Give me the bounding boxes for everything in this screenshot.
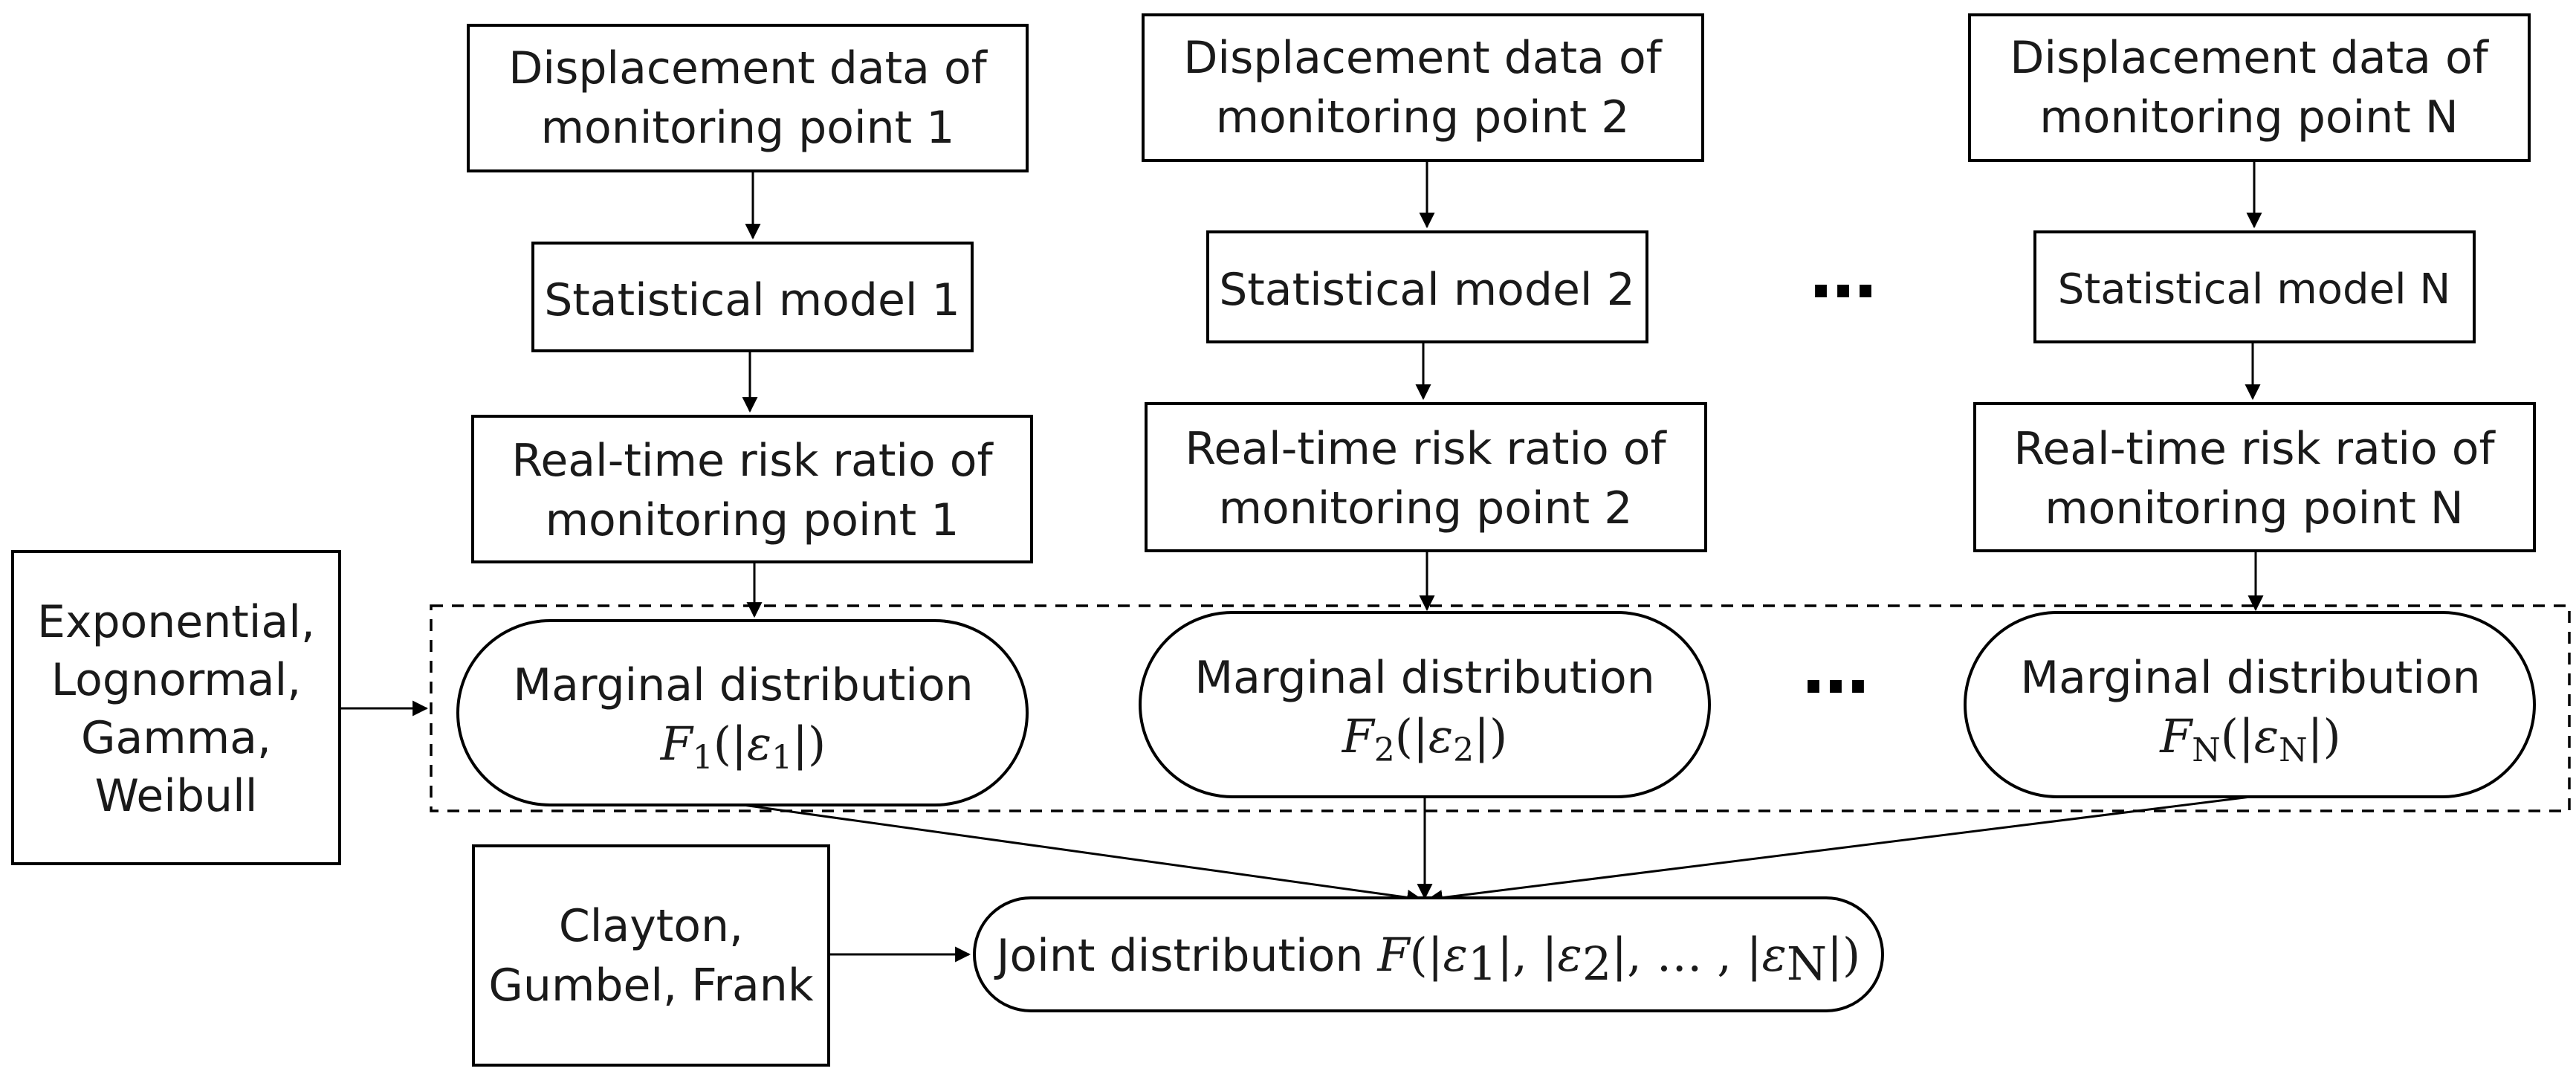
displacement-box-n	[1968, 13, 2531, 162]
marginal-family-1: Exponential,	[37, 596, 315, 648]
marginal-1-formula: F1(|ε1|)	[660, 717, 826, 777]
displacement-box-2	[1142, 13, 1704, 162]
marginal-pill-1	[456, 619, 1029, 806]
ellipsis-marginals: …	[1802, 631, 1869, 709]
copula-family-2: Gumbel, Frank	[488, 960, 813, 1012]
displacement-1-line-1: Displacement data of	[508, 42, 988, 94]
risk-1-line-2: monitoring point 1	[546, 494, 959, 546]
displacement-n-line-1: Displacement data of	[2010, 32, 2489, 84]
risk-2-line-2: monitoring point 2	[1219, 482, 1633, 534]
model-box-2	[1206, 230, 1648, 343]
displacement-n-line-2: monitoring point N	[2039, 91, 2459, 143]
displacement-2-line-2: monitoring point 2	[1216, 91, 1630, 143]
risk-2-line-1: Real-time risk ratio of	[1185, 423, 1667, 475]
marginal-family-2: Lognormal,	[51, 654, 301, 706]
marginal-n-label: Marginal distribution	[2020, 652, 2480, 704]
joint-distribution-pill	[973, 896, 1884, 1012]
model-box-n	[2033, 230, 2476, 343]
model-2-label: Statistical model 2	[1219, 264, 1635, 316]
model-n-label: Statistical model N	[2058, 265, 2451, 314]
risk-n-line-2: monitoring point N	[2045, 482, 2464, 534]
displacement-1-line-2: monitoring point 1	[541, 102, 955, 154]
model-box-1	[531, 242, 974, 352]
risk-1-line-1: Real-time risk ratio of	[511, 435, 994, 487]
marginal-2-formula: F2(|ε2|)	[1342, 709, 1507, 769]
arrow-marginal-1-to-joint	[742, 803, 1423, 905]
marginal-families-box	[11, 550, 341, 865]
copula-families-box	[472, 844, 830, 1067]
risk-n-line-1: Real-time risk ratio of	[2013, 423, 2496, 475]
marginal-pill-n	[1964, 611, 2536, 798]
risk-box-2	[1145, 402, 1707, 552]
marginal-group-frame	[430, 604, 2571, 812]
marginal-n-formula: FN(|εN|)	[2159, 709, 2340, 769]
displacement-2-line-1: Displacement data of	[1183, 32, 1663, 84]
risk-box-n	[1973, 402, 2536, 552]
column-n: Displacement data of monitoring point N …	[1964, 13, 2536, 798]
arrow-marginal-n-to-joint	[1426, 795, 2251, 906]
marginal-1-label: Marginal distribution	[513, 659, 973, 711]
marginal-family-3: Gamma,	[81, 712, 271, 764]
joint-distribution-text: Joint distribution F(|ε1|, |ε2|, … , |εN…	[994, 928, 1860, 991]
ellipsis-models: …	[1810, 236, 1877, 314]
copula-family-1: Clayton,	[559, 900, 743, 952]
model-1-label: Statistical model 1	[544, 274, 960, 326]
marginal-2-label: Marginal distribution	[1194, 652, 1654, 704]
displacement-box-1	[467, 24, 1029, 172]
column-2: Displacement data of monitoring point 2 …	[1139, 13, 1711, 798]
marginal-family-4: Weibull	[95, 770, 258, 822]
risk-box-1	[471, 415, 1033, 563]
column-1: Displacement data of monitoring point 1 …	[456, 24, 1033, 806]
marginal-pill-2	[1139, 611, 1711, 798]
